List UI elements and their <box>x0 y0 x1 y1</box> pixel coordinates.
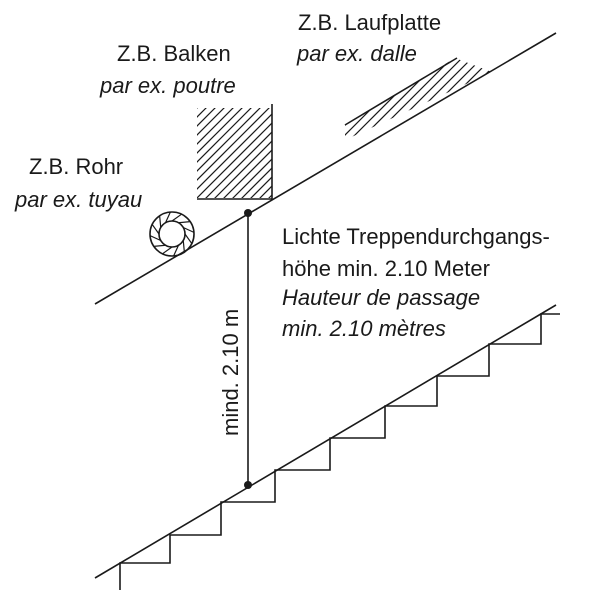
pipe-label-de: Z.B. Rohr <box>29 154 123 179</box>
pipe-label-fr: par ex. tuyau <box>14 187 142 212</box>
beam-label-de: Z.B. Balken <box>117 41 231 66</box>
slab-label-fr: par ex. dalle <box>296 41 417 66</box>
clearance-label-fr-1: Hauteur de passage <box>282 285 480 310</box>
ceiling-line <box>94 32 557 305</box>
clearance-label-fr-2: min. 2.10 mètres <box>282 316 446 341</box>
staircase-profile <box>119 313 560 590</box>
clearance-label-de-2: höhe min. 2.10 Meter <box>282 256 490 281</box>
dimension-label: mind. 2.10 m <box>218 309 243 436</box>
slab-label-de: Z.B. Laufplatte <box>298 10 441 35</box>
stair-nosing-line <box>94 304 557 579</box>
beam-label-fr: par ex. poutre <box>99 73 236 98</box>
dimension-top-point <box>244 209 252 217</box>
pipe-circle <box>149 211 195 257</box>
beam-hatched-block <box>197 104 273 200</box>
clearance-label-de-1: Lichte Treppendurchgangs- <box>282 224 550 249</box>
